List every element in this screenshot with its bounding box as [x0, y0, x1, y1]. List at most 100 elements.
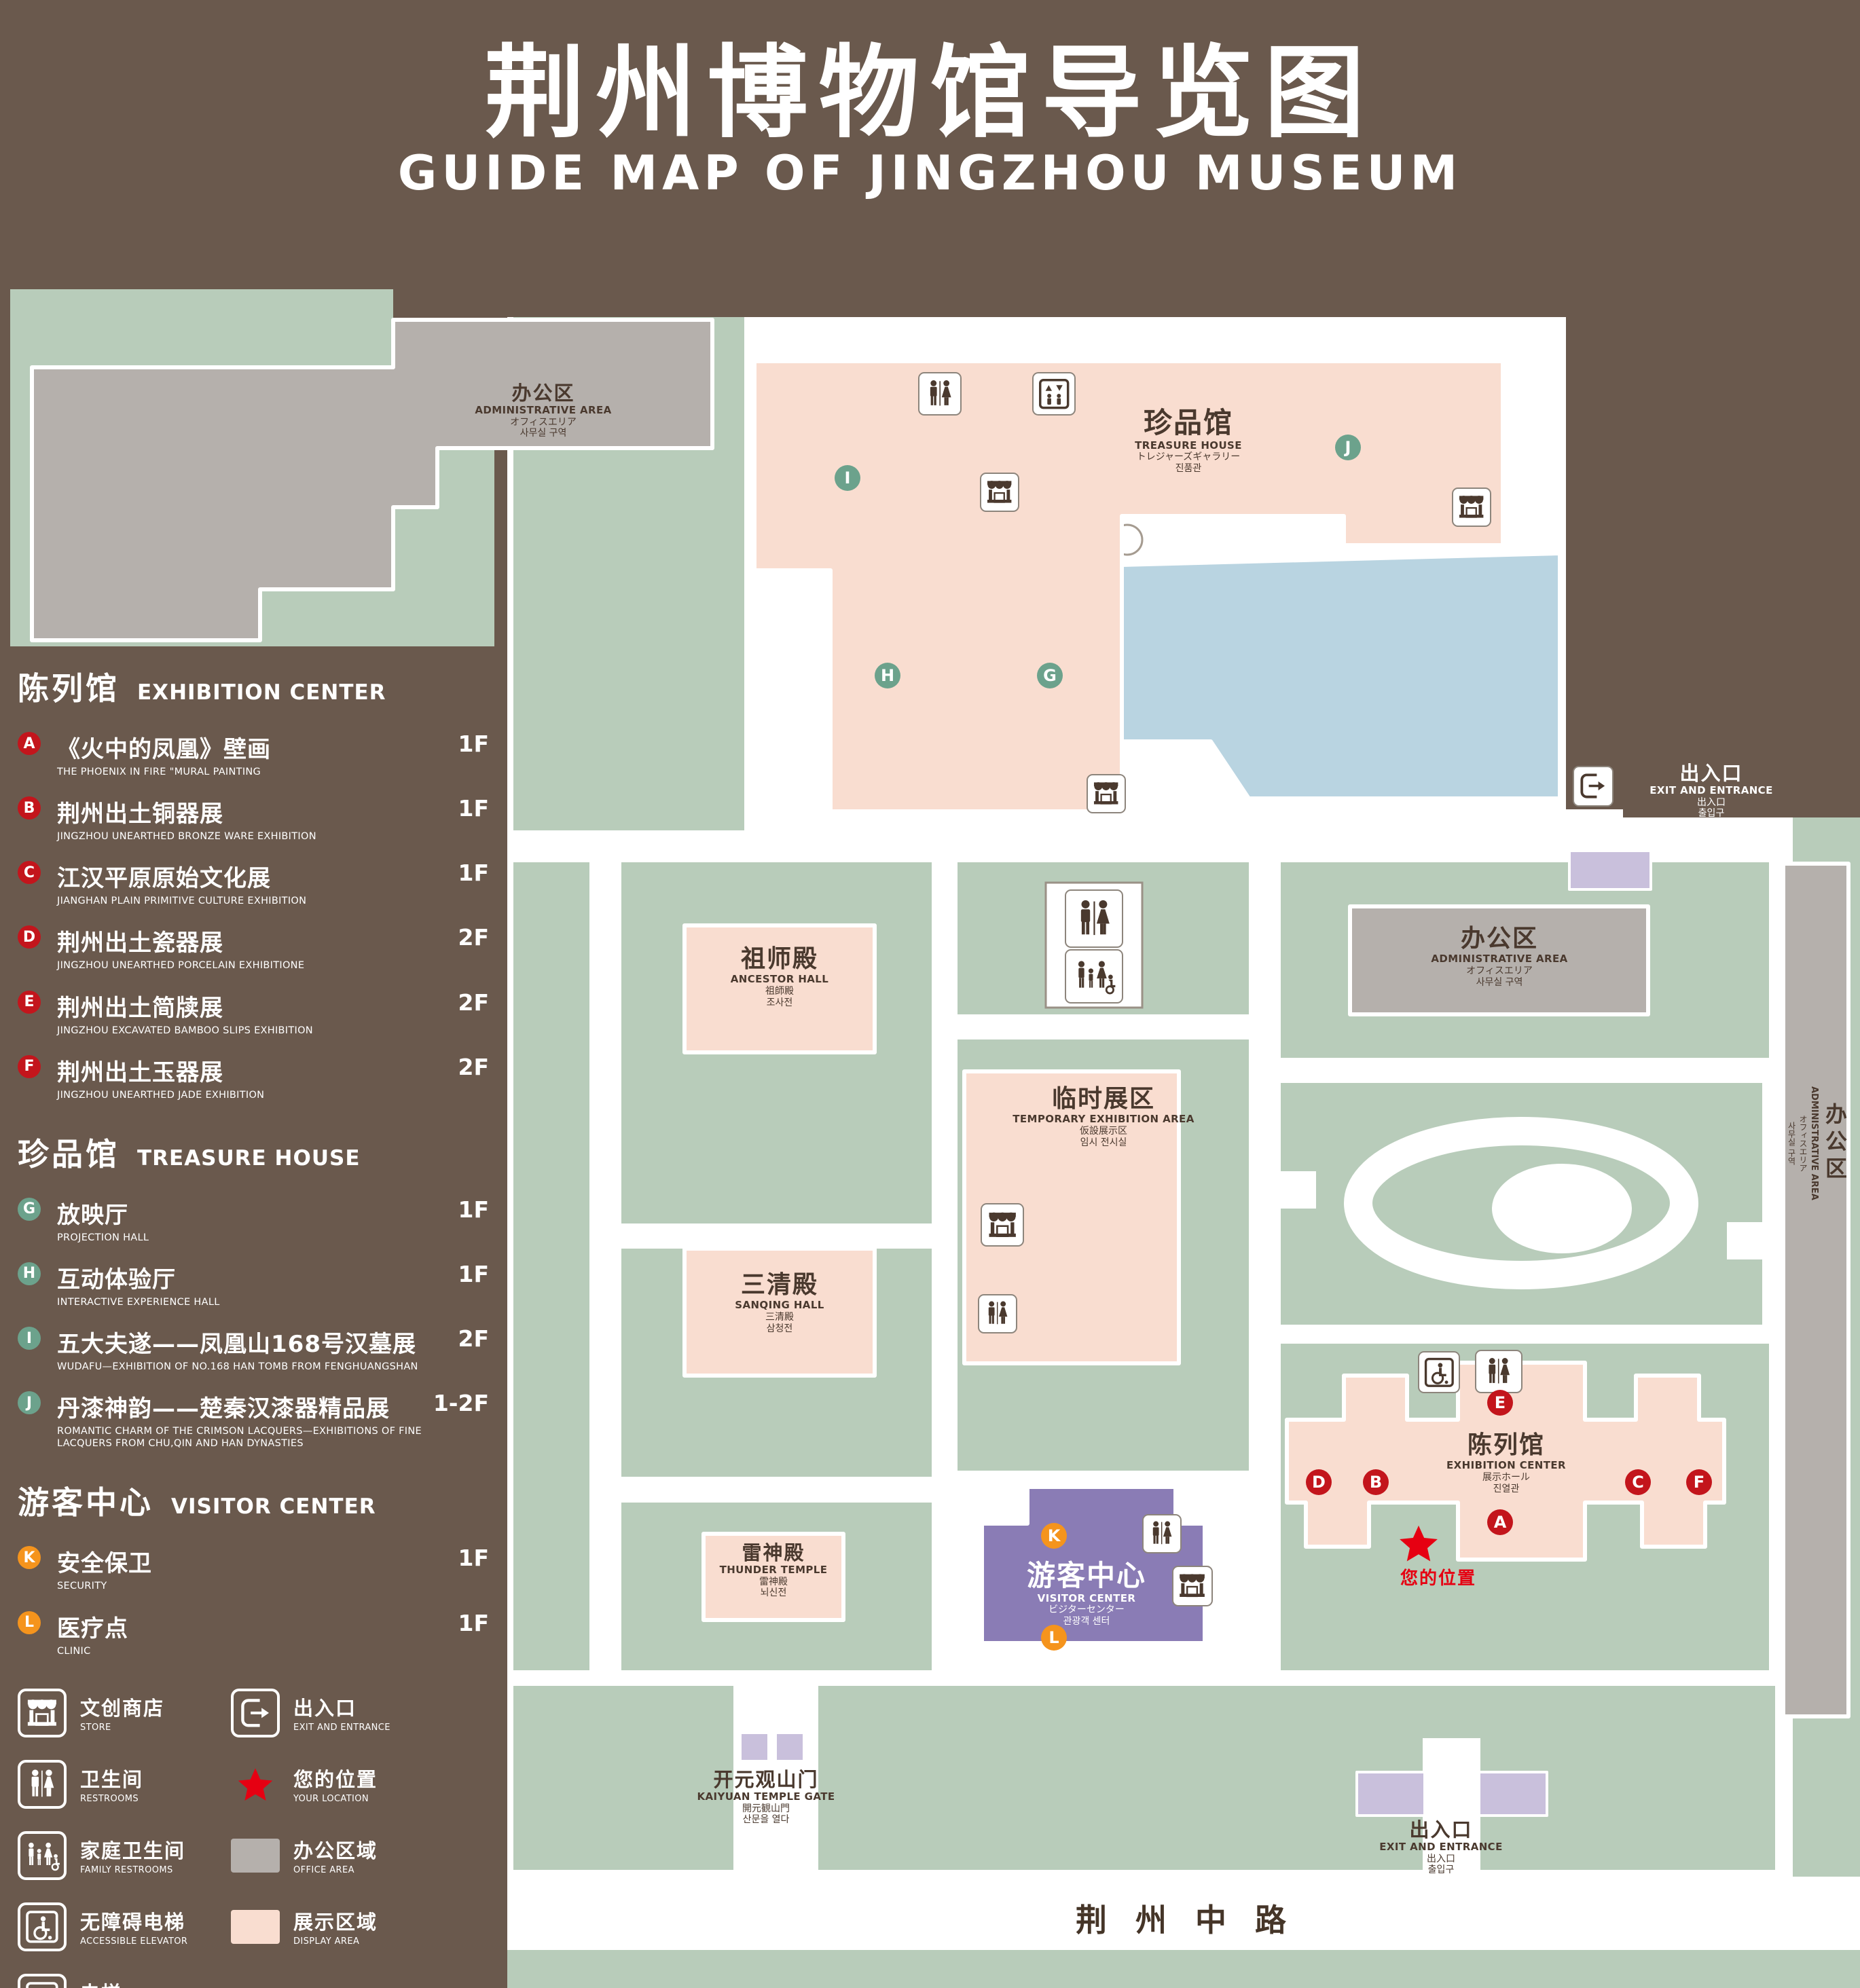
gate-annex-west: [739, 1731, 770, 1763]
legend-floor: 1F: [458, 1609, 489, 1636]
south-lawn-band: [513, 1686, 1775, 1870]
elevator-icon: [1032, 372, 1076, 416]
thunder-temple-building: [701, 1532, 845, 1622]
your-location-star-icon: [1398, 1522, 1440, 1564]
label-your-location: 您的位置: [1400, 1568, 1477, 1589]
display-area-swatch: [231, 1909, 280, 1944]
label-road: 荆州中路: [1076, 1902, 1315, 1938]
legend-floor: 2F: [458, 924, 489, 951]
garden-path-pond: [1492, 1164, 1632, 1253]
ancestor-hall-building: [682, 923, 877, 1054]
map-marker-c: C: [1625, 1469, 1651, 1495]
legend-floor: 1F: [458, 795, 489, 822]
label-thunder-temple: 雷神殿 THUNDER TEMPLE 雷神殿 뇌신전: [719, 1541, 828, 1599]
page-title: 荆州博物馆导览图: [484, 35, 1376, 151]
map-marker-d: D: [1306, 1469, 1332, 1495]
legend-badge-l: L: [18, 1610, 41, 1634]
legend-floor: 1F: [458, 860, 489, 887]
legend-floor: 2F: [458, 989, 489, 1016]
legend-badge-c: C: [18, 861, 41, 885]
admin-east-building: [1348, 904, 1650, 1016]
restroom-icon: [18, 1759, 67, 1809]
legend-badge-d: D: [18, 925, 41, 949]
family-restroom-icon: [18, 1830, 67, 1880]
store-icon: [1172, 1566, 1213, 1606]
legend-floor: 1F: [458, 1545, 489, 1572]
gate-path: [733, 1686, 818, 1870]
label-treasure-house: 珍品馆 TREASURE HOUSE トレジャーズギャラリー 진품관: [1135, 406, 1242, 474]
legend-section-heading: 珍品馆 TREASURE HOUSE: [18, 1135, 361, 1173]
elevator-icon: [18, 1973, 67, 1988]
legend-badge-k: K: [18, 1546, 41, 1570]
label-visitor-center: 游客中心 VISITOR CENTER ビジターセンター 관광객 센터: [1026, 1559, 1147, 1627]
label-exhibition-center: 陈列馆 EXHIBITION CENTER 展示ホール 진열관: [1446, 1431, 1566, 1494]
legend-floor: 2F: [458, 1053, 489, 1080]
legend-badge-f: F: [18, 1054, 41, 1078]
south-exit-annex-east: [1478, 1771, 1548, 1817]
legend-section-heading: 陈列馆 EXHIBITION CENTER: [18, 670, 386, 707]
restroom-icon: [978, 1294, 1017, 1333]
legend-badge-b: B: [18, 796, 41, 820]
map-marker-k: K: [1041, 1523, 1067, 1549]
south-exit-path: [1423, 1738, 1480, 1870]
buildings: [30, 318, 1850, 1817]
restroom-icon: [1475, 1350, 1522, 1393]
label-admin-far-east: 办公区 ADMINISTRATIVE AREA オフィスエリア 사무실 구역: [1787, 1086, 1848, 1200]
label-admin-northwest: 办公区 ADMINISTRATIVE AREA オフィスエリア 사무실 구역: [475, 382, 612, 439]
gate-annex-east: [774, 1731, 805, 1763]
map-marker-e: E: [1487, 1390, 1513, 1416]
store-icon: [1452, 487, 1491, 527]
restroom-icon: [1065, 889, 1123, 948]
label-sanqing-hall: 三清殿 SANQING HALL 三清殿 삼청전: [735, 1271, 824, 1334]
family-restroom-icon: [1065, 949, 1123, 1004]
admin-far-east-building: [1781, 862, 1850, 1718]
legend-floor: 1F: [458, 1260, 489, 1287]
map-marker-h: H: [875, 663, 900, 688]
accessible-elevator-icon: [18, 1902, 67, 1951]
restroom-icon: [1142, 1514, 1182, 1553]
garden-path-west: [1281, 1171, 1316, 1209]
legend-badge-i: I: [18, 1327, 41, 1350]
east-exit-path: [1562, 809, 1623, 851]
legend-section-heading: 游客中心 VISITOR CENTER: [18, 1484, 376, 1522]
store-icon: [18, 1688, 67, 1737]
map-marker-j: J: [1335, 435, 1361, 460]
legend-badge-g: G: [18, 1197, 41, 1221]
garden-path-east: [1727, 1222, 1762, 1259]
map-marker-g: G: [1037, 663, 1063, 688]
legend-badge-h: H: [18, 1262, 41, 1285]
south-exit-annex-west: [1355, 1771, 1426, 1817]
legend-floor: 1F: [458, 731, 489, 757]
map-marker-i: I: [835, 465, 860, 491]
label-admin-east: 办公区 ADMINISTRATIVE AREA オフィスエリア 사무실 구역: [1431, 925, 1568, 988]
sanqing-hall-building: [682, 1247, 877, 1378]
legend-badge-e: E: [18, 990, 41, 1014]
map-marker-a: A: [1487, 1509, 1513, 1535]
restroom-icon: [918, 372, 962, 416]
accessible-elevator-icon: [1418, 1351, 1460, 1393]
south-lawn-strip: [507, 1950, 1860, 1988]
store-icon: [981, 1203, 1024, 1247]
label-kaiyuan-gate: 开元观山门 KAIYUAN TEMPLE GATE 開元観山門 산문을 열다: [697, 1768, 835, 1826]
map-marker-l: L: [1041, 1625, 1067, 1651]
store-icon: [980, 473, 1019, 512]
